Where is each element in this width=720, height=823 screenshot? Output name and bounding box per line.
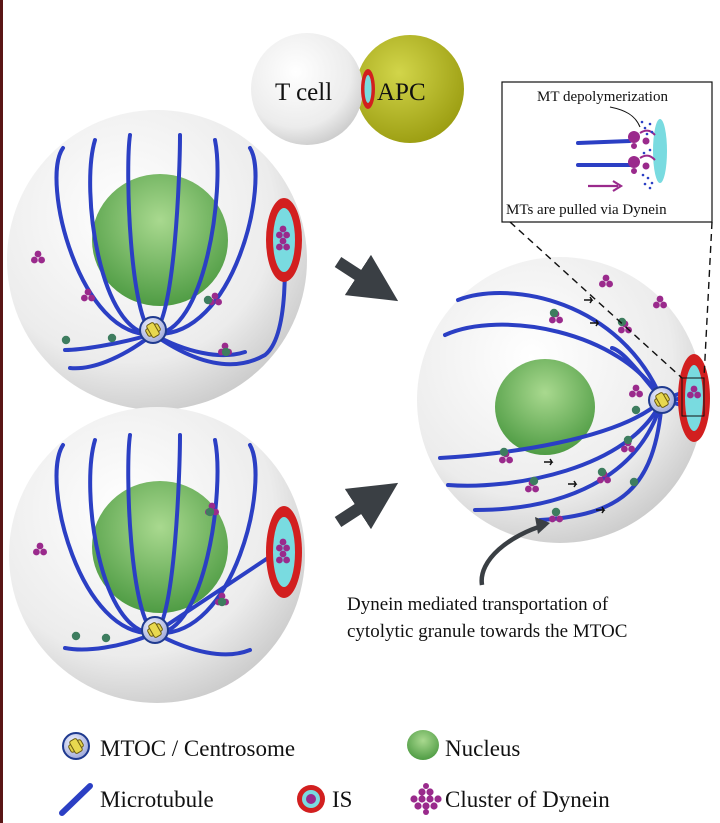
- legend-is-label: IS: [332, 787, 352, 812]
- tcell-is-inner: [364, 75, 372, 103]
- inset-dynein: [628, 129, 656, 174]
- cell-top-left: [7, 110, 307, 410]
- zoom-line-right: [703, 221, 713, 379]
- immune-synapse: [678, 354, 710, 442]
- inset-depolymerization-label: MT depolymerization: [537, 89, 668, 105]
- arrow-top: [334, 254, 399, 302]
- transport-annotation: Dynein mediated transportation of cytoly…: [347, 517, 627, 642]
- t-cell-label: T cell: [275, 79, 332, 106]
- inset-pulled-label: MTs are pulled via Dynein: [506, 202, 667, 218]
- arrow-bottom: [334, 482, 399, 530]
- annotation-line-1: Dynein mediated transportation of: [347, 594, 609, 615]
- inset-depolymer-dots: [640, 120, 654, 190]
- inset-pointer: [609, 106, 641, 128]
- annotation-line-2: cytolytic granule towards the MTOC: [347, 621, 627, 642]
- apc-cell: [356, 35, 464, 143]
- cell-bottom-left: [9, 407, 305, 703]
- nucleus: [92, 481, 228, 613]
- legend-microtubule-icon: [59, 783, 93, 816]
- legend-nucleus-label: Nucleus: [445, 736, 520, 761]
- legend-mtoc-label: MTOC / Centrosome: [100, 736, 295, 761]
- legend: MTOC / Centrosome Nucleus Microtubule IS…: [59, 730, 610, 816]
- direction-arrows: [544, 296, 606, 514]
- inset-pull-arrowhead: [612, 180, 624, 192]
- legend-dynein-label: Cluster of Dynein: [445, 787, 610, 812]
- annotation-arrowhead: [535, 517, 550, 534]
- apc-label: APC: [377, 79, 426, 106]
- legend-mtoc-icon: [62, 732, 90, 760]
- inset-membrane: [653, 119, 667, 183]
- legend-microtubule-label: Microtubule: [100, 787, 214, 812]
- legend-dynein-icon: [410, 783, 442, 815]
- legend-is-icon: [297, 785, 325, 813]
- cell-right: [417, 257, 710, 543]
- nucleus: [92, 174, 228, 306]
- immune-synapse: [266, 198, 302, 282]
- inset-detail: MT depolymerization MTs are pulled via D…: [501, 81, 713, 379]
- inset-microtubules: [576, 139, 632, 167]
- mtoc: [141, 616, 169, 644]
- left-edge-rule: [0, 0, 3, 823]
- mtoc: [139, 316, 167, 344]
- nucleus: [495, 359, 595, 455]
- t-cell: [251, 33, 363, 145]
- zoom-line-left: [509, 221, 683, 379]
- legend-nucleus-icon: [407, 730, 439, 760]
- microtubules: [54, 433, 285, 657]
- immune-synapse: [266, 506, 302, 598]
- tcell-apc-pair: T cell APC: [251, 33, 464, 145]
- mtoc: [648, 386, 676, 414]
- zoom-box: [681, 377, 705, 417]
- annotation-arrow: [479, 522, 546, 586]
